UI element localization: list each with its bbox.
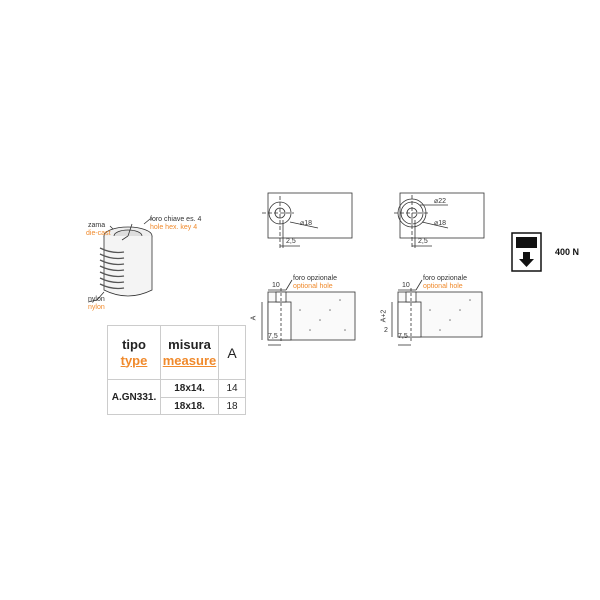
header-tipo: tipo — [122, 336, 146, 352]
header-a: A — [218, 325, 246, 380]
header-type-en: type — [120, 352, 148, 368]
dim-d22: ⌀22 — [434, 198, 447, 205]
dim-width-75-2: 7,5 — [398, 333, 408, 340]
dim-width-75: 7,5 — [268, 333, 278, 340]
top-view-1 — [262, 192, 353, 248]
a-cell: 18 — [218, 397, 246, 415]
header-measure-en: measure — [162, 352, 217, 368]
dim-gap-2: 2 — [384, 327, 388, 334]
dim-value: 22 — [438, 198, 447, 205]
optional-hole-it: foro opzionale — [293, 275, 337, 282]
connector-illustration — [87, 218, 153, 303]
top-view-2 — [394, 192, 485, 248]
dim-width-10-2: 10 — [402, 282, 410, 289]
hole-label-it: foro chiave es. 4 — [150, 216, 202, 223]
section-view-1 — [261, 279, 356, 346]
measure-cell: 18x14. — [160, 379, 219, 398]
dim-depth-a: A — [250, 315, 258, 321]
dim-depth-a2: A+2 — [380, 309, 388, 323]
optional-hole-en-2: optional hole — [423, 283, 463, 290]
material-label-en: die-cast — [86, 230, 111, 237]
optional-hole-it-2: foro opzionale — [423, 275, 467, 282]
a-cell: 14 — [218, 379, 246, 398]
dim-d18-2: ⌀18 — [434, 220, 447, 227]
table-row: A.GN331. 18x14. 14 — [107, 379, 246, 415]
hole-label-en: hole hex. key 4 — [150, 224, 198, 231]
downward-load-icon — [511, 232, 542, 272]
dim-offset: 2,5 — [286, 238, 296, 245]
measure-cell: 18x18. — [160, 397, 219, 415]
dim-offset-2: 2,5 — [418, 238, 428, 245]
dim-width-10: 10 — [272, 282, 280, 289]
section-view-2 — [391, 279, 483, 346]
header-misura: misura — [168, 336, 211, 352]
body-label-en: nylon — [88, 304, 105, 311]
material-label-it: zama — [88, 222, 106, 229]
optional-hole-en: optional hole — [293, 283, 333, 290]
table-row: 18x18. 18 — [108, 397, 246, 415]
load-value: 400 N — [555, 247, 580, 257]
body-label-it: nylon — [88, 296, 105, 303]
dim-value: 18 — [438, 220, 447, 227]
product-code: A.GN331. — [107, 379, 161, 415]
dim-d18: ⌀18 — [300, 220, 313, 227]
dim-value: 18 — [304, 220, 313, 227]
